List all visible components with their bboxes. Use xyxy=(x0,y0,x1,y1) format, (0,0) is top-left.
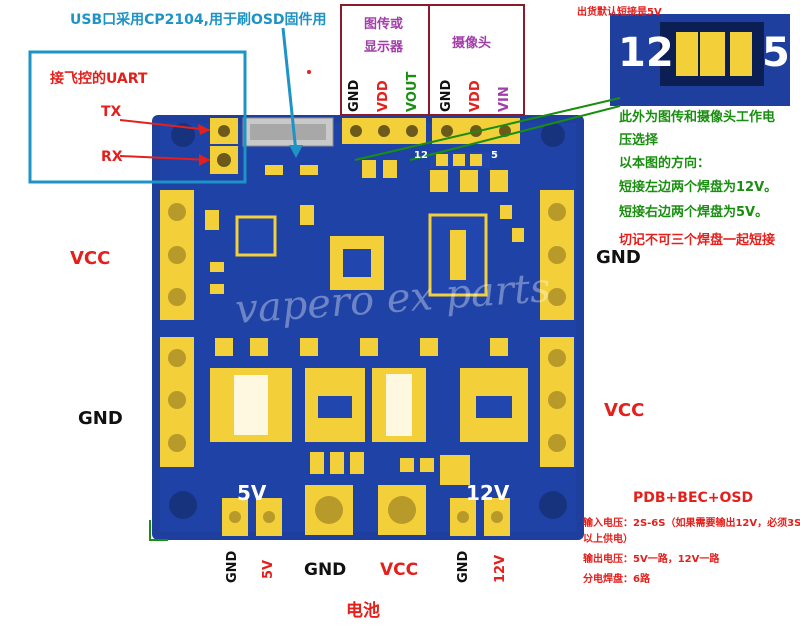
bottom-vcc-big-label: VCC xyxy=(380,560,419,580)
right-vcc-label: VCC xyxy=(604,400,645,421)
specs-input-line1: 输入电压：2S-6S（如果需要输出12V，必须3S xyxy=(583,518,800,529)
rx-arrow xyxy=(119,155,211,161)
camera-annotation-box xyxy=(428,4,525,116)
jumper-arrow-1 xyxy=(354,97,621,161)
bottom-gnd-2-label: GND xyxy=(456,550,471,583)
board-jumper-label-5: 5 xyxy=(491,150,498,161)
voltage-note-4: 短接左边两个焊盘为12V。 xyxy=(619,180,778,195)
mount-hole xyxy=(171,123,195,147)
usb-note: USB口采用CP2104,用于刷OSD固件用 xyxy=(70,12,327,28)
jumper-pad-3 xyxy=(730,32,752,76)
silkscreen-12v: 12V xyxy=(466,481,510,505)
voltage-note-1: 此外为图传和摄像头工作电 xyxy=(619,110,776,125)
lower-smd-pads xyxy=(310,452,470,485)
specs-title: PDB+BEC+OSD xyxy=(633,490,754,506)
voltage-note-3: 以本图的方向： xyxy=(619,156,711,171)
specs-input-line2: 以上供电） xyxy=(583,534,633,545)
jumper-arrow-2 xyxy=(409,105,621,161)
bottom-gnd-1-label: GND xyxy=(225,550,240,583)
bottom-12v-label: 12V xyxy=(493,554,508,583)
rx-label: RX xyxy=(101,149,123,165)
mount-hole xyxy=(539,491,567,519)
battery-label: 电池 xyxy=(346,601,380,621)
jumper-pad-2 xyxy=(703,32,725,76)
camera-pin-vdd: VDD xyxy=(468,80,483,112)
uart-title: 接飞控的UART xyxy=(50,71,148,87)
camera-pin-vin: VIN xyxy=(497,86,512,112)
voltage-warning: 切记不可三个焊盘一起短接 xyxy=(619,233,776,248)
display-title-line1: 图传或 xyxy=(364,17,404,32)
voltage-note-2: 压选择 xyxy=(619,133,659,148)
mcu-chip xyxy=(235,215,277,257)
board-inner xyxy=(160,123,576,532)
camera-pin-gnd: GND xyxy=(439,79,454,112)
specs-output: 输出电压：5V一路，12V一路 xyxy=(583,554,720,565)
left-gnd-label: GND xyxy=(78,408,123,429)
bottom-gnd-big-label: GND xyxy=(304,560,347,580)
display-pin-gnd: GND xyxy=(347,79,362,112)
display-title-line2: 显示器 xyxy=(364,40,404,55)
jumper-pad-1 xyxy=(676,32,698,76)
bottom-5v-label: 5V xyxy=(261,559,276,579)
tx-arrow xyxy=(119,119,211,131)
jumper-label-5: 5 xyxy=(762,30,790,76)
jumper-label-12: 12 xyxy=(618,30,674,76)
board-jumper-label-12: 12 xyxy=(414,150,428,161)
uart-annotation-box xyxy=(28,50,247,184)
shipping-note: 出货默认短接是5V xyxy=(577,7,662,18)
smd-pads xyxy=(205,160,524,356)
mount-hole xyxy=(169,491,197,519)
camera-title: 摄像头 xyxy=(452,36,492,51)
voltage-note-5: 短接右边两个焊盘为5V。 xyxy=(619,205,769,220)
right-gnd-label: GND xyxy=(596,247,641,268)
mount-hole xyxy=(541,123,565,147)
silkscreen-5v: 5V xyxy=(237,481,267,505)
display-pin-vdd: VDD xyxy=(376,80,391,112)
specs-pads: 分电焊盘：6路 xyxy=(583,574,650,585)
display-pin-vout: VOUT xyxy=(405,71,420,112)
tx-label: TX xyxy=(101,104,122,120)
usb-arrow xyxy=(281,27,298,153)
left-vcc-label: VCC xyxy=(70,248,111,269)
